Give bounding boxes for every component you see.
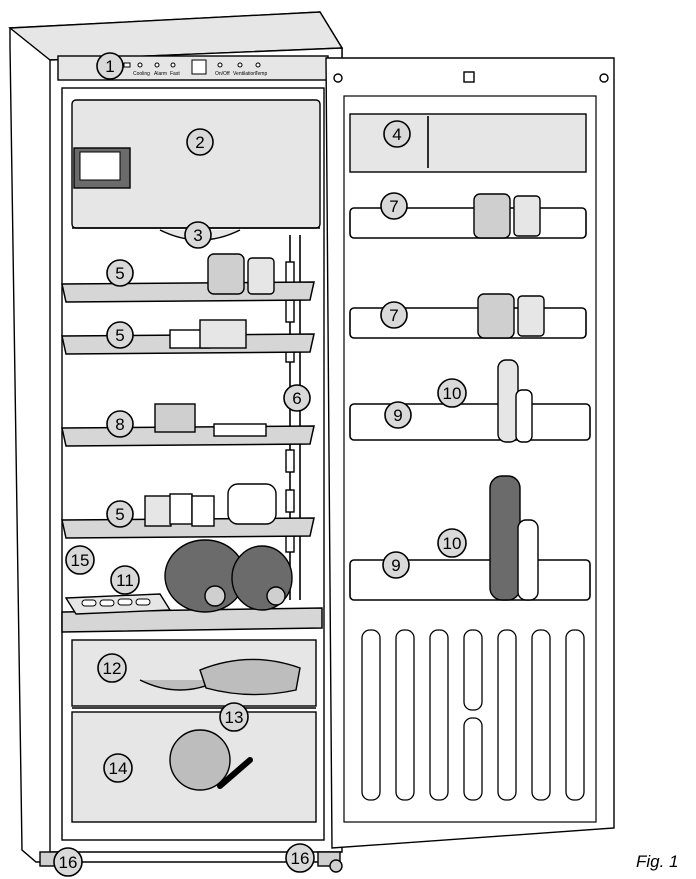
callout-13: 13 <box>219 702 249 732</box>
callout-12: 12 <box>97 653 127 683</box>
callout-11: 11 <box>110 565 140 595</box>
callout-15: 15 <box>65 545 95 575</box>
callout-7b: 7 <box>380 301 408 329</box>
svg-text:5: 5 <box>115 505 124 524</box>
svg-text:9: 9 <box>391 556 400 575</box>
callout-14: 14 <box>103 753 133 783</box>
callouts: 1 2 3 4 5 5 5 6 <box>53 52 467 877</box>
svg-text:1: 1 <box>105 57 114 76</box>
callout-1: 1 <box>96 52 124 80</box>
control-label: Cooling <box>133 71 150 77</box>
svg-text:8: 8 <box>115 415 124 434</box>
svg-text:15: 15 <box>71 551 90 570</box>
svg-text:12: 12 <box>103 659 122 678</box>
control-labels: Cooling Alarm Fast On/Off Ventilation Te… <box>133 71 267 77</box>
svg-text:5: 5 <box>115 326 124 345</box>
figure-label: Fig. 1 <box>636 852 679 871</box>
svg-text:3: 3 <box>193 226 202 245</box>
control-buttons <box>123 59 261 75</box>
callout-2: 2 <box>186 128 214 156</box>
svg-text:16: 16 <box>291 849 310 868</box>
callout-10b: 10 <box>437 528 467 558</box>
food-items <box>144 253 293 613</box>
callout-5a: 5 <box>106 259 134 287</box>
svg-text:6: 6 <box>292 389 301 408</box>
callout-3: 3 <box>184 221 212 249</box>
svg-text:2: 2 <box>195 133 204 152</box>
callout-4: 4 <box>383 120 411 148</box>
callout-9b: 9 <box>382 551 410 579</box>
control-label: Alarm <box>154 71 167 77</box>
callout-7a: 7 <box>380 192 408 220</box>
callout-10a: 10 <box>437 378 467 408</box>
callout-16a: 16 <box>53 847 83 877</box>
svg-text:9: 9 <box>393 406 402 425</box>
callout-8: 8 <box>106 410 134 438</box>
control-label: Ventilation <box>233 71 256 77</box>
door <box>325 57 615 849</box>
svg-text:11: 11 <box>116 571 134 590</box>
svg-text:5: 5 <box>115 264 124 283</box>
control-label: Temp <box>255 71 267 77</box>
callout-9a: 9 <box>384 401 412 429</box>
callout-5b: 5 <box>106 321 134 349</box>
svg-text:4: 4 <box>392 125 401 144</box>
freezer-compartment <box>71 99 321 241</box>
control-label: On/Off <box>215 71 230 77</box>
svg-text:13: 13 <box>225 708 244 727</box>
svg-text:7: 7 <box>389 197 398 216</box>
svg-text:7: 7 <box>389 306 398 325</box>
svg-text:14: 14 <box>109 759 128 778</box>
svg-text:16: 16 <box>59 853 78 872</box>
callout-6: 6 <box>283 384 311 412</box>
svg-text:10: 10 <box>443 384 462 403</box>
svg-text:10: 10 <box>443 534 462 553</box>
door-vents <box>361 629 585 801</box>
control-label: Fast <box>170 71 180 77</box>
callout-16b: 16 <box>285 843 315 873</box>
callout-5c: 5 <box>106 500 134 528</box>
